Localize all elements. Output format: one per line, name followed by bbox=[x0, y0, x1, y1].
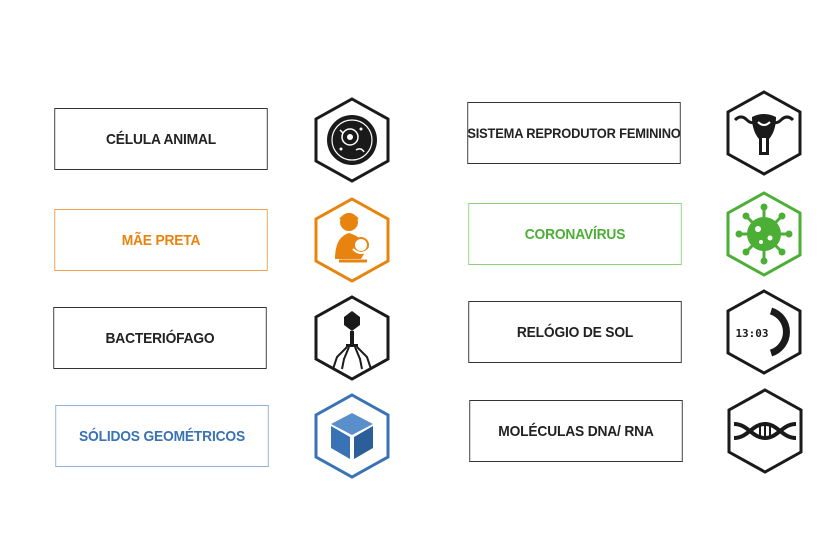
animal-cell-icon[interactable] bbox=[313, 97, 391, 183]
card-label: CORONAVÍRUS bbox=[524, 225, 626, 243]
card-coronavirus[interactable]: CORONAVÍRUS bbox=[468, 203, 682, 265]
card-label: MÃE PRETA bbox=[121, 231, 201, 249]
card-label: SÓLIDOS GEOMÉTRICOS bbox=[79, 427, 245, 445]
sundial-icon[interactable]: 13:03 bbox=[725, 289, 803, 375]
sundial-time-text: 13:03 bbox=[735, 327, 768, 340]
card-celula-animal[interactable]: CÉLULA ANIMAL bbox=[54, 108, 268, 170]
card-label: SISTEMA REPRODUTOR FEMININO bbox=[467, 125, 681, 141]
dna-icon[interactable] bbox=[726, 388, 804, 474]
card-solidos-geometricos[interactable]: SÓLIDOS GEOMÉTRICOS bbox=[55, 405, 269, 467]
card-label: CÉLULA ANIMAL bbox=[105, 130, 217, 148]
cube-icon[interactable] bbox=[313, 393, 391, 479]
card-relogio-de-sol[interactable]: RELÓGIO DE SOL bbox=[468, 301, 682, 363]
uterus-icon[interactable] bbox=[725, 90, 803, 176]
card-mae-preta[interactable]: MÃE PRETA bbox=[54, 209, 268, 271]
card-moleculas-dna-rna[interactable]: MOLÉCULAS DNA/ RNA bbox=[469, 400, 683, 462]
bacteriophage-icon[interactable] bbox=[313, 295, 391, 381]
card-label: RELÓGIO DE SOL bbox=[516, 323, 634, 341]
card-label: BACTERIÓFAGO bbox=[105, 329, 215, 347]
card-sistema-reprodutor-feminino[interactable]: SISTEMA REPRODUTOR FEMININO bbox=[467, 102, 681, 164]
card-bacteriofago[interactable]: BACTERIÓFAGO bbox=[53, 307, 267, 369]
mother-nursing-icon[interactable] bbox=[313, 197, 391, 283]
coronavirus-icon[interactable] bbox=[725, 191, 803, 277]
card-label: MOLÉCULAS DNA/ RNA bbox=[498, 422, 654, 440]
